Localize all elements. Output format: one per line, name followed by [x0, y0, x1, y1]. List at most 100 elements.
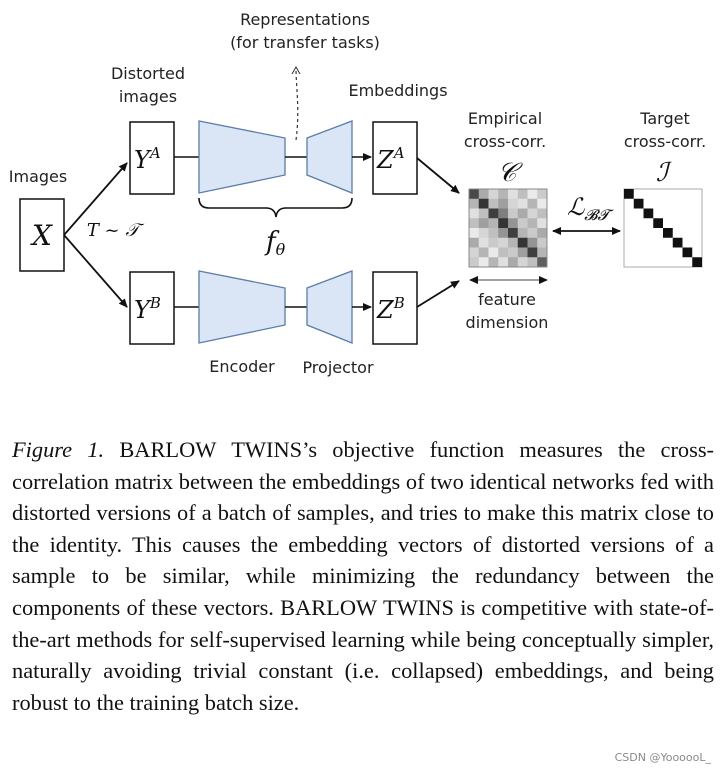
- empirical-matrix-cell: [469, 228, 480, 239]
- yb-symbol: YB: [134, 294, 161, 324]
- za-to-matrix-arrow: [416, 157, 460, 194]
- empirical-matrix-cell: [488, 237, 499, 248]
- empirical-matrix: [468, 188, 548, 268]
- empirical-matrix-cell: [537, 237, 548, 248]
- empirical-matrix-cell: [478, 208, 489, 219]
- dimension-label: dimension: [466, 313, 549, 332]
- empirical-matrix-cell: [488, 189, 499, 200]
- empirical-matrix-cell: [508, 208, 519, 219]
- empirical-matrix-cell: [527, 208, 538, 219]
- empirical-matrix-cell: [498, 237, 509, 248]
- empirical-matrix-cell: [517, 198, 528, 209]
- ya-box: [129, 121, 175, 195]
- identity-matrix: [623, 188, 703, 268]
- embeddings-label: Embeddings: [348, 81, 447, 100]
- identity-diagonal-cell: [672, 237, 683, 248]
- empirical-matrix-cell: [537, 198, 548, 209]
- transform-symbol: T ~ 𝒯: [87, 220, 145, 241]
- empirical-matrix-cell: [478, 237, 489, 248]
- empirical-matrix-cell: [517, 247, 528, 258]
- projector-bottom: [306, 270, 353, 344]
- empirical-matrix-cell: [478, 247, 489, 258]
- empirical-matrix-cell: [517, 208, 528, 219]
- c-symbol: 𝒞: [498, 158, 524, 188]
- empirical-matrix-cell: [488, 257, 499, 268]
- zb-box: [372, 271, 418, 345]
- empirical-matrix-cell: [517, 237, 528, 248]
- empirical-matrix-cell: [537, 247, 548, 258]
- caption-text-2: is competitive with state-of-the-art met…: [12, 594, 714, 715]
- empirical-matrix-cell: [488, 218, 499, 229]
- encoder-top: [198, 120, 286, 194]
- empirical-matrix-border: [468, 188, 548, 268]
- empirical-matrix-cell: [527, 228, 538, 239]
- yb-box: [129, 271, 175, 345]
- empirical-matrix-cell: [508, 257, 519, 268]
- identity-diagonal-cell: [682, 247, 693, 258]
- encoder-label: Encoder: [209, 357, 275, 376]
- empirical-matrix-cell: [469, 237, 480, 248]
- f-theta-symbol: fθ: [264, 227, 286, 259]
- empirical-matrix-cell: [498, 257, 509, 268]
- empirical-matrix-cell: [537, 218, 548, 229]
- architecture-figure: Representations (for transfer tasks) Dis…: [9, 10, 706, 377]
- empirical-matrix-cell: [527, 198, 538, 209]
- for-transfer-label: (for transfer tasks): [230, 33, 380, 52]
- barlow-twins-name-2: BARLOW TWINS: [280, 594, 454, 620]
- barlow-twins-name-1: BARLOW TWINS: [119, 437, 303, 462]
- feature-label: feature: [478, 290, 536, 309]
- x-box: [19, 198, 65, 272]
- empirical-matrix-cell: [517, 189, 528, 200]
- arrow-x-to-ya: [63, 162, 128, 236]
- empirical-matrix-cell: [469, 257, 480, 268]
- identity-diagonal-cell: [692, 257, 702, 267]
- empirical-matrix-cell: [488, 247, 499, 258]
- caption-text-1: ’s objective function measures the cross…: [12, 437, 714, 620]
- empirical-matrix-cell: [527, 218, 538, 229]
- figure-number: Figure 1.: [12, 437, 105, 462]
- watermark: CSDN @YoooooL_: [614, 751, 711, 764]
- identity-diagonal-cell: [643, 208, 654, 219]
- encoder-bottom: [198, 270, 286, 344]
- empirical-matrix-cell: [517, 228, 528, 239]
- empirical-matrix-cell: [469, 189, 480, 200]
- x-symbol: X: [30, 219, 53, 252]
- distorted-label: Distorted: [111, 64, 185, 83]
- distorted-images-label: images: [119, 87, 177, 106]
- identity-diagonal-cell: [653, 218, 663, 228]
- empirical-matrix-cell: [498, 189, 509, 200]
- empirical-cross-corr-label: cross-corr.: [464, 132, 546, 151]
- empirical-matrix-cell: [498, 198, 509, 209]
- empirical-label: Empirical: [468, 109, 542, 128]
- empirical-matrix-cell: [508, 228, 519, 239]
- empirical-matrix-cell: [498, 247, 509, 258]
- empirical-matrix-cell: [478, 198, 489, 209]
- representations-label: Representations: [240, 10, 370, 29]
- empirical-matrix-cell: [488, 228, 499, 239]
- empirical-matrix-cell: [527, 257, 538, 268]
- empirical-matrix-cell: [537, 208, 548, 219]
- za-box: [372, 121, 418, 195]
- empirical-matrix-cell: [527, 189, 538, 200]
- identity-diagonal-cell: [663, 228, 673, 238]
- zb-to-matrix-arrow: [416, 280, 460, 308]
- projector-top: [306, 120, 353, 194]
- empirical-matrix-cell: [498, 228, 509, 239]
- empirical-matrix-cell: [469, 247, 480, 258]
- empirical-matrix-cell: [508, 189, 519, 200]
- empirical-matrix-cell: [469, 218, 480, 229]
- empirical-matrix-cell: [517, 218, 528, 229]
- ya-symbol: YA: [134, 144, 161, 174]
- zb-symbol: ZB: [376, 294, 405, 324]
- za-symbol: ZA: [376, 144, 405, 174]
- f-theta-brace: [198, 197, 353, 218]
- empirical-matrix-cell: [488, 198, 499, 209]
- arrow-x-to-yb: [63, 234, 128, 308]
- empirical-matrix-cell: [508, 237, 519, 248]
- empirical-matrix-cell: [508, 198, 519, 209]
- empirical-matrix-cell: [508, 218, 519, 229]
- loss-symbol: ℒ𝓑𝓣: [567, 193, 615, 224]
- empirical-matrix-cell: [478, 228, 489, 239]
- figure-caption: Figure 1. BARLOW TWINS’s objective funct…: [12, 434, 714, 718]
- empirical-matrix-cell: [478, 218, 489, 229]
